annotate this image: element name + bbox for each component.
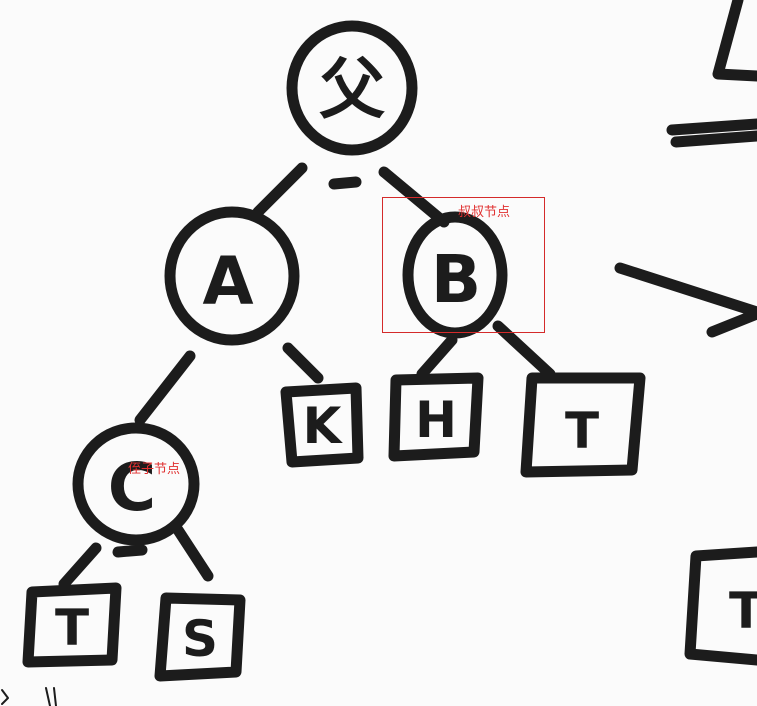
node-h-label: H bbox=[415, 391, 457, 449]
node-t2: T bbox=[22, 582, 122, 668]
edge-tick-parent bbox=[328, 176, 362, 190]
offscreen-arrow-head bbox=[706, 308, 757, 338]
node-t3: T bbox=[684, 546, 757, 666]
edge-b-t1 bbox=[492, 320, 556, 380]
edge-a-k bbox=[282, 342, 324, 384]
node-c-ring bbox=[72, 422, 200, 546]
node-s-box bbox=[154, 592, 246, 682]
node-h: H bbox=[388, 372, 484, 462]
edge-b-h bbox=[416, 334, 458, 380]
node-parent: 父 bbox=[286, 20, 418, 156]
node-k-box bbox=[280, 382, 364, 468]
offscreen-stroke-equals-2 bbox=[670, 130, 757, 148]
corner-scribble-1 bbox=[1, 689, 9, 705]
node-parent-ring bbox=[286, 20, 418, 156]
edge-tick-c bbox=[112, 544, 148, 558]
node-parent-label: 父 bbox=[319, 51, 385, 128]
corner-scribbles bbox=[1, 687, 57, 706]
node-t1-box bbox=[520, 372, 646, 478]
nephew-node-annotation: 侄子节点 bbox=[128, 462, 181, 477]
node-a-label: A bbox=[202, 243, 253, 320]
edge-c-s bbox=[172, 524, 214, 582]
node-k-label: K bbox=[303, 397, 344, 455]
node-t1: T bbox=[520, 372, 646, 478]
offscreen-stroke-top bbox=[712, 0, 757, 82]
node-c: C bbox=[72, 422, 200, 546]
node-c-label: C bbox=[108, 449, 156, 526]
offscreen-arrow-shaft bbox=[614, 262, 757, 318]
tree-edges bbox=[58, 162, 556, 590]
node-b-ring bbox=[402, 211, 508, 339]
node-t2-box bbox=[22, 582, 122, 668]
edge-a-c bbox=[134, 350, 196, 426]
corner-scribble-2 bbox=[45, 687, 57, 706]
node-t3-box bbox=[684, 546, 757, 666]
node-t3-label: T bbox=[729, 582, 757, 640]
node-b: B bbox=[402, 211, 508, 339]
node-t1-label: T bbox=[565, 402, 599, 460]
edge-c-t2 bbox=[58, 542, 102, 590]
node-t2-label: T bbox=[55, 599, 89, 657]
node-s: S bbox=[154, 592, 246, 682]
uncle-highlight-box bbox=[382, 197, 545, 333]
node-b-label: B bbox=[431, 241, 481, 318]
offscreen-strokes bbox=[614, 0, 757, 338]
node-s-label: S bbox=[182, 610, 218, 668]
edge-parent-a bbox=[252, 162, 308, 218]
node-a-ring bbox=[164, 206, 300, 346]
node-a: A bbox=[164, 206, 300, 346]
offscreen-stroke-equals-1 bbox=[666, 118, 757, 136]
node-k: K bbox=[280, 382, 364, 468]
uncle-node-annotation: 叔叔节点 bbox=[458, 205, 511, 220]
node-h-box bbox=[388, 372, 484, 462]
